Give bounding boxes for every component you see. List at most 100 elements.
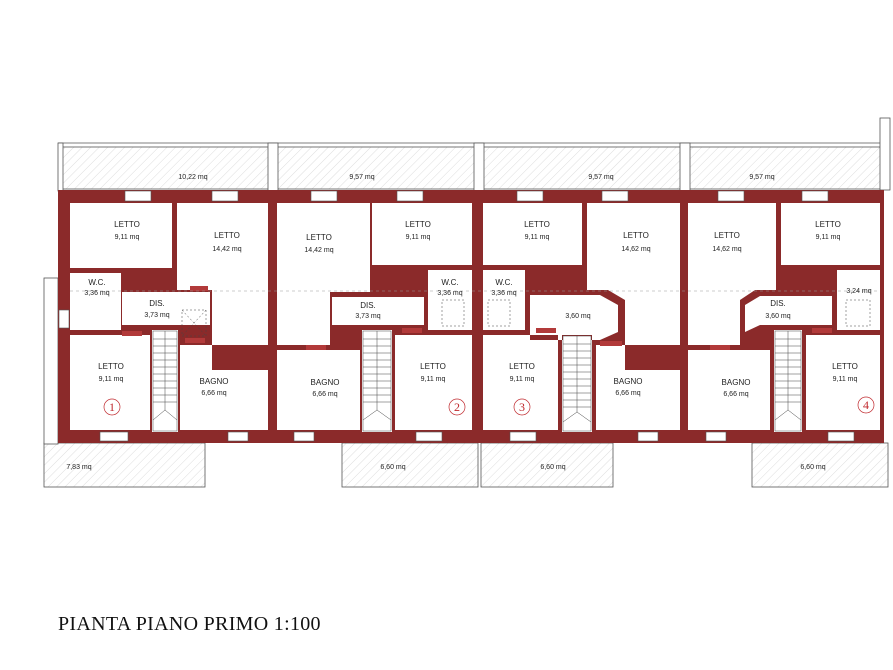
room-area: 3,36 mq [437,290,462,297]
room-area: 3,73 mq [355,313,380,320]
door [190,286,208,291]
room-area: 9,11 mq [833,376,858,383]
plan-title: PIANTA PIANO PRIMO 1:100 [58,613,321,635]
room-name: LETTO [815,220,841,229]
room-name: LETTO [98,362,124,371]
room-area: 9,11 mq [406,234,431,241]
room-name: W.C. [88,278,105,287]
terrace-top-2 [275,146,477,190]
staircase-4 [774,330,802,432]
room-area: 3,36 mq [84,290,109,297]
room-name: BAGNO [614,377,643,386]
room-area: 9,11 mq [525,234,550,241]
window [705,431,727,442]
room-name: W.C. [495,278,512,287]
room-name: LETTO [714,231,740,240]
shaft [181,309,207,337]
door [122,331,142,336]
room-name: LETTO [524,220,550,229]
room-name: LETTO [420,362,446,371]
window [227,431,249,442]
shafts [70,290,880,337]
room-name: BAGNO [722,378,751,387]
room-area: 6,66 mq [312,391,337,398]
window [717,190,745,202]
room-name: LETTO [832,362,858,371]
terrace-post [57,142,64,192]
top-terraces [57,117,891,192]
unit-number-circle [857,396,875,414]
terrace-area-top-3: 9,57 mq [588,174,613,181]
room-area: 9,11 mq [816,234,841,241]
unit-number-circle [103,398,121,416]
room-area: 14,42 mq [212,246,241,253]
door [402,328,422,333]
window [601,190,629,202]
terrace-post [267,142,279,192]
balcony-bottom-2 [341,442,479,488]
room-area: 6,66 mq [201,390,226,397]
window [293,431,315,442]
terrace-area-top-2: 9,57 mq [349,174,374,181]
room-name: LETTO [214,231,240,240]
room-name: LETTO [509,362,535,371]
window [516,190,544,202]
unit-numbers: 1 2 3 4 [103,396,875,416]
terrace-labels: 10,22 mq 9,57 mq 9,57 mq 9,57 mq 7,83 mq… [66,174,825,471]
staircase-3 [562,335,592,432]
room-name: LETTO [306,233,332,242]
interior-doors [122,286,832,350]
window [827,431,855,442]
shaft [441,299,465,327]
unit-number-4: 4 [863,398,869,412]
window [415,431,443,442]
door [600,341,622,346]
balcony-area-bottom-1: 7,83 mq [66,464,91,471]
balcony-bottom-4 [751,442,889,488]
balcony-area-bottom-3: 6,60 mq [540,464,565,471]
door [812,328,832,333]
room-name: W.C. [441,278,458,287]
unit-number-circle [513,398,531,416]
window [124,190,152,202]
staircase-1 [152,330,178,432]
door [710,345,730,350]
room-area: 6,66 mq [615,390,640,397]
window [509,431,537,442]
shaft [487,299,511,327]
balcony-area-bottom-4: 6,60 mq [800,464,825,471]
window [99,431,129,442]
room-name: BAGNO [200,377,229,386]
balcony-bottom-3 [480,442,614,488]
room-name: LETTO [405,220,431,229]
balcony-area-bottom-2: 6,60 mq [380,464,405,471]
room-area: 3,24 mq [846,288,871,295]
staircase-2 [362,330,392,432]
terrace-top-4 [687,146,885,190]
windows [58,190,855,442]
room-area: 9,11 mq [99,376,124,383]
window [58,309,70,329]
window [396,190,424,202]
terrace-top-1 [61,146,271,190]
room-area: 3,60 mq [765,313,790,320]
room-area: 3,73 mq [144,312,169,319]
room-area: 14,62 mq [712,246,741,253]
room-area: 3,36 mq [491,290,516,297]
window [801,190,829,202]
unit-number-2: 2 [454,400,460,414]
room-area: 14,42 mq [304,247,333,254]
room-name: DIS. [770,299,786,308]
door [185,338,205,343]
side-balcony [43,277,59,445]
unit-number-3: 3 [519,400,525,414]
unit-number-1: 1 [109,400,115,414]
room-name: LETTO [623,231,649,240]
room-labels: LETTO 9,11 mq LETTO 14,42 mq W.C. 3,36 m… [84,220,871,398]
room-area: 9,11 mq [421,376,446,383]
room-area: 9,11 mq [115,234,140,241]
room-area: 3,60 mq [565,313,590,320]
room-area: 9,11 mq [510,376,535,383]
door [536,328,556,333]
